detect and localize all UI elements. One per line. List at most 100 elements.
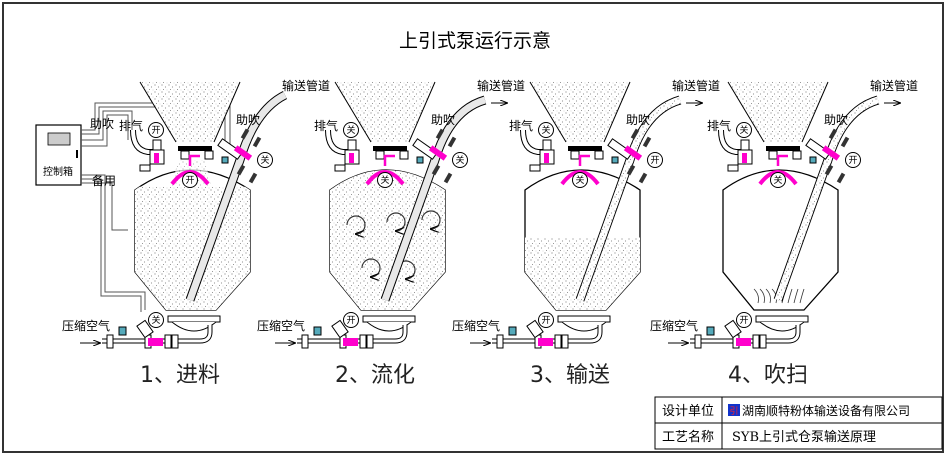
assist-valve-state: 关: [260, 154, 269, 166]
purge-air-icon: [787, 288, 793, 304]
assist-blow-valve[interactable]: [233, 145, 253, 161]
exhaust-label: 排气: [119, 118, 143, 133]
inlet-valve-state-icon: [182, 172, 198, 188]
assist-blow-label: 助吹: [824, 113, 848, 127]
inlet-valve-actuator: [766, 146, 800, 151]
inlet-valve-state: 开: [185, 175, 194, 186]
level-sensor-icon: [529, 164, 541, 172]
designer-value: 湖南顺特粉体输送设备有限公司: [742, 403, 910, 418]
bottom-valve-state-icon: [538, 312, 554, 328]
bottom-flange: [755, 315, 809, 323]
exhaust-valve-state: 关: [541, 124, 550, 136]
pressure-gauge-icon: [221, 156, 229, 164]
purge-air-icon: [759, 288, 765, 304]
bottom-air-valve[interactable]: [343, 338, 358, 346]
inlet-valve-state-icon: [377, 172, 393, 188]
exhaust-valve-state-icon: [736, 122, 752, 138]
assist-valve-state-icon: [845, 152, 861, 168]
assist-blow-valve[interactable]: [428, 145, 448, 161]
bottom-valve-state: 关: [151, 314, 160, 326]
pressure-gauge-icon: [416, 156, 424, 164]
title-block: 设计单位 引 湖南顺特粉体输送设备有限公司 工艺名称 SYB上引式仓泵输送原理: [654, 396, 943, 450]
bottom-flange: [362, 315, 416, 323]
bottom-dish: [171, 321, 217, 332]
exhaust-valve-state-icon: [148, 122, 164, 138]
assist-blow-label: 助吹: [236, 113, 260, 127]
level-sensor-icon: [334, 164, 346, 172]
assist-blow-label: 助吹: [431, 113, 455, 127]
assist-valve-state-icon: [452, 152, 468, 168]
pressure-gauge-icon: [611, 156, 619, 164]
inlet-valve-actuator: [568, 146, 602, 151]
feed-hopper: [728, 82, 828, 142]
diagram-title: 上引式泵运行示意: [399, 30, 551, 52]
exhaust-valve-state: 开: [151, 125, 160, 136]
swirl-arrow-icon: [386, 212, 406, 231]
purge-air-icon: [793, 288, 799, 304]
designer-label: 设计单位: [662, 404, 714, 419]
outer-frame: [2, 2, 944, 453]
pressure-transmitter-icon: [313, 326, 322, 336]
conveying-pipe-label: 输送管道: [870, 78, 918, 93]
stage-title: 2、流化: [335, 363, 415, 388]
assist-valve-state: 关: [455, 154, 464, 166]
assist-valve-state: 开: [650, 155, 659, 166]
control-spare-label: 备用: [92, 174, 116, 188]
bottom-flange: [167, 315, 221, 323]
purge-air-icon: [753, 288, 759, 304]
compressed-air-label: 压缩空气: [257, 318, 305, 333]
assist-blow-actuator: [607, 138, 633, 160]
falling-material: [150, 160, 235, 280]
swirl-arrow-icon: [361, 258, 381, 277]
inlet-valve-state: 关: [575, 174, 584, 186]
pressure-transmitter-icon: [706, 326, 715, 336]
stage-title: 4、吹扫: [728, 363, 808, 388]
level-sensor-icon: [139, 164, 151, 172]
compressed-air-label: 压缩空气: [650, 318, 698, 333]
bottom-valve-state: 开: [346, 315, 355, 326]
swirl-arrow-icon: [346, 215, 366, 234]
assist-blow-actuator: [805, 138, 831, 160]
stage-2: 输送管道排气助吹压缩空气关关关开2、流化: [257, 78, 525, 388]
assist-blow-valve[interactable]: [623, 145, 643, 161]
conveying-pipe-label: 输送管道: [282, 78, 330, 93]
control-box: 控制箱 助吹 备用: [35, 102, 231, 312]
exhaust-valve-state: 关: [346, 124, 355, 136]
bottom-valve-state-icon: [736, 312, 752, 328]
process-value: SYB上引式仓泵输送原理: [732, 429, 876, 445]
assist-blow-valve[interactable]: [821, 145, 841, 161]
stage-title: 1、进料: [140, 363, 220, 388]
exhaust-valve-state: 关: [739, 124, 748, 136]
bottom-dish: [561, 321, 607, 332]
inlet-valve-actuator: [178, 146, 212, 151]
material-fill: [525, 237, 640, 310]
pressure-transmitter-icon: [508, 326, 517, 336]
control-assist-blow-label: 助吹: [90, 117, 114, 131]
feed-hopper: [530, 82, 630, 142]
inlet-valve-state: 关: [380, 174, 389, 186]
stage-4: 输送管道排气助吹压缩空气关关开开4、吹扫: [650, 78, 918, 388]
assist-valve-state-icon: [257, 152, 273, 168]
company-logo-text: 引: [729, 406, 738, 417]
stage-3: 输送管道排气助吹压缩空气关关开开3、输送: [452, 78, 720, 388]
compressed-air-label: 压缩空气: [452, 318, 500, 333]
conveying-pipe-label: 输送管道: [672, 78, 720, 93]
bottom-flange: [557, 315, 611, 323]
purge-air-icon: [765, 288, 771, 304]
bottom-dish: [366, 321, 412, 332]
stage-title: 3、输送: [530, 363, 610, 388]
bottom-air-valve[interactable]: [538, 338, 553, 346]
assist-blow-actuator: [412, 138, 438, 160]
bottom-air-valve[interactable]: [736, 338, 751, 346]
bottom-air-valve[interactable]: [148, 338, 163, 346]
purge-air-icon: [799, 288, 805, 304]
assist-blow-actuator: [217, 138, 243, 160]
company-logo: [728, 404, 740, 416]
inlet-valve-actuator: [373, 146, 407, 151]
compressed-air-label: 压缩空气: [62, 318, 110, 333]
control-box-label: 控制箱: [43, 165, 73, 178]
inlet-valve-state-icon: [572, 172, 588, 188]
assist-blow-label: 助吹: [626, 113, 650, 127]
